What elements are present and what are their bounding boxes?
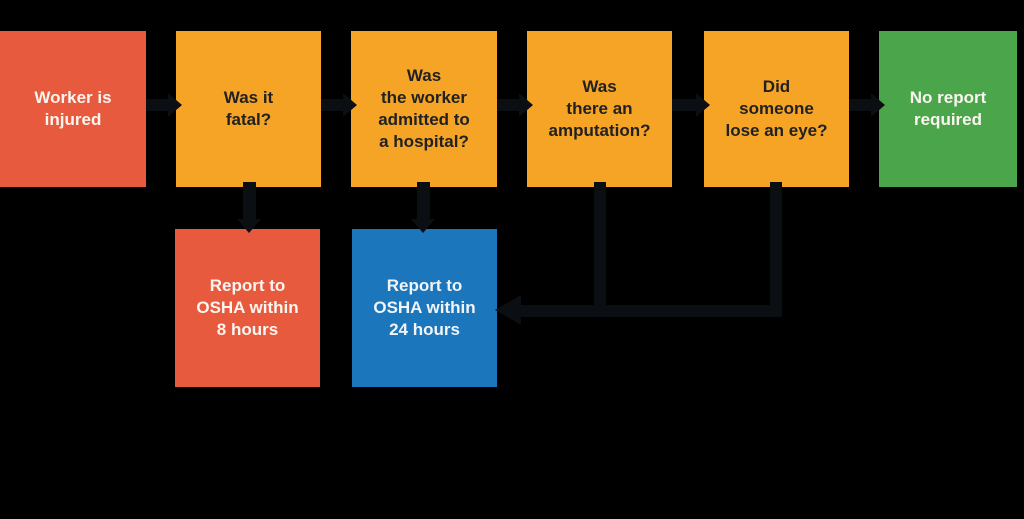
arrowhead-right-icon (519, 93, 533, 117)
arrowhead-right-icon (696, 93, 710, 117)
node-worker-injured-label: Worker is injured (34, 88, 112, 129)
arrowhead-right-icon (343, 93, 357, 117)
node-report-osha-24-hours-label: Report to OSHA within 24 hours (373, 276, 476, 339)
node-admitted-hospital-label: Was the worker admitted to a hospital? (378, 66, 470, 151)
node-amputation-label: Was there an amputation? (548, 77, 651, 140)
arrowhead-left-icon (495, 295, 521, 325)
connector-line-amputation-down (594, 182, 606, 317)
node-lose-eye-label: Did someone lose an eye? (725, 77, 828, 140)
node-no-report-required-label: No report required (909, 88, 987, 129)
node-report-osha-8-hours: Report to OSHA within 8 hours (175, 229, 320, 387)
node-amputation: Was there an amputation? (527, 31, 672, 187)
connector-line-start-to-fatal (146, 99, 170, 111)
connector-line-fatal-to-hospital (321, 99, 345, 111)
connector-line-eye-to-noreport (849, 99, 873, 111)
arrowhead-down-icon (411, 219, 435, 233)
connector-line-eye-down (770, 182, 782, 317)
connector-line-fatal-to-8h (243, 182, 256, 219)
arrowhead-right-icon (168, 93, 182, 117)
arrowhead-right-icon (871, 93, 885, 117)
node-lose-eye: Did someone lose an eye? (704, 31, 849, 187)
connector-line-hospital-to-amputation (497, 99, 521, 111)
node-worker-injured: Worker is injured (0, 31, 146, 187)
node-report-osha-24-hours: Report to OSHA within 24 hours (352, 229, 497, 387)
node-was-it-fatal: Was it fatal? (176, 31, 321, 187)
connector-line-amputation-to-eye (672, 99, 698, 111)
node-report-osha-8-hours-label: Report to OSHA within 8 hours (196, 276, 299, 339)
node-was-it-fatal-label: Was it fatal? (223, 88, 274, 129)
connector-line-horizontal-to-24h (514, 305, 782, 317)
node-admitted-hospital: Was the worker admitted to a hospital? (351, 31, 497, 187)
node-no-report-required: No report required (879, 31, 1017, 187)
connector-line-hospital-to-24h (417, 182, 430, 219)
arrowhead-down-icon (237, 219, 261, 233)
